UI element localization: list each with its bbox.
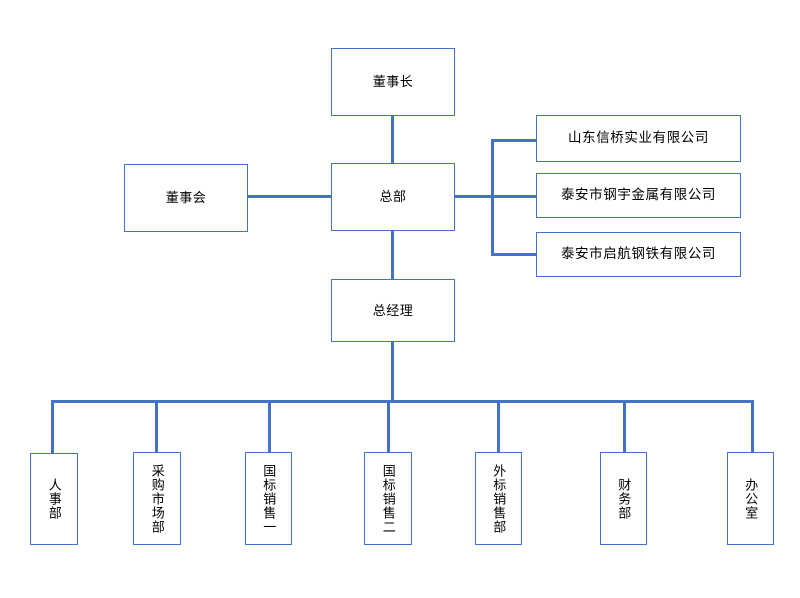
node-department-2-label: 采购市场部 — [149, 463, 165, 534]
node-board-of-directors-label: 董事会 — [165, 190, 207, 206]
connector-drop-department-1 — [51, 400, 54, 455]
connector-drop-department-4 — [387, 400, 390, 455]
node-department-5[interactable]: 外标销售部 — [475, 452, 522, 545]
node-subsidiary-1[interactable]: 山东信桥实业有限公司 — [536, 115, 741, 162]
connector-department-bus — [51, 400, 754, 403]
connector-branch-subsidiary-1 — [491, 139, 537, 142]
node-headquarters-label: 总部 — [379, 189, 407, 205]
node-department-1-label: 人事部 — [46, 478, 62, 520]
node-department-6-label: 财务部 — [616, 477, 632, 520]
connector-branch-subsidiary-2 — [491, 195, 537, 198]
connector-drop-department-7 — [751, 400, 754, 455]
node-subsidiary-2-label: 泰安市钢宇金属有限公司 — [560, 187, 717, 203]
node-department-3[interactable]: 国标销售一 — [245, 452, 292, 545]
node-department-2[interactable]: 采购市场部 — [133, 452, 181, 545]
node-department-4[interactable]: 国标销售二 — [364, 452, 412, 545]
node-subsidiary-3-label: 泰安市启航钢铁有限公司 — [560, 246, 717, 262]
node-department-7-label: 办公室 — [743, 477, 759, 520]
connector-general-manager-to-department-bus — [391, 341, 394, 403]
connector-board-to-headquarters — [247, 195, 332, 198]
connector-drop-department-3 — [268, 400, 271, 455]
connector-drop-department-5 — [497, 400, 500, 455]
connector-chairman-to-headquarters — [391, 116, 394, 164]
node-headquarters[interactable]: 总部 — [331, 163, 455, 231]
node-department-7[interactable]: 办公室 — [727, 452, 774, 545]
node-board-of-directors[interactable]: 董事会 — [124, 164, 248, 232]
connector-branch-subsidiary-3 — [491, 253, 537, 256]
node-general-manager-label: 总经理 — [372, 302, 414, 318]
node-department-1[interactable]: 人事部 — [30, 453, 78, 545]
node-general-manager[interactable]: 总经理 — [331, 279, 455, 342]
connector-drop-department-2 — [155, 400, 158, 455]
node-department-4-label: 国标销售二 — [380, 463, 396, 534]
node-department-3-label: 国标销售一 — [261, 463, 277, 534]
node-department-5-label: 外标销售部 — [491, 463, 507, 534]
node-subsidiary-2[interactable]: 泰安市钢宇金属有限公司 — [536, 173, 741, 218]
node-chairman-label: 董事长 — [372, 74, 414, 90]
node-subsidiary-3[interactable]: 泰安市启航钢铁有限公司 — [536, 232, 741, 277]
node-chairman[interactable]: 董事长 — [331, 48, 455, 116]
connector-drop-department-6 — [623, 400, 626, 455]
node-subsidiary-1-label: 山东信桥实业有限公司 — [568, 130, 709, 146]
connector-headquarters-to-subsidiary-bus — [454, 195, 494, 198]
connector-headquarters-to-general-manager — [391, 229, 394, 280]
node-department-6[interactable]: 财务部 — [600, 452, 647, 545]
